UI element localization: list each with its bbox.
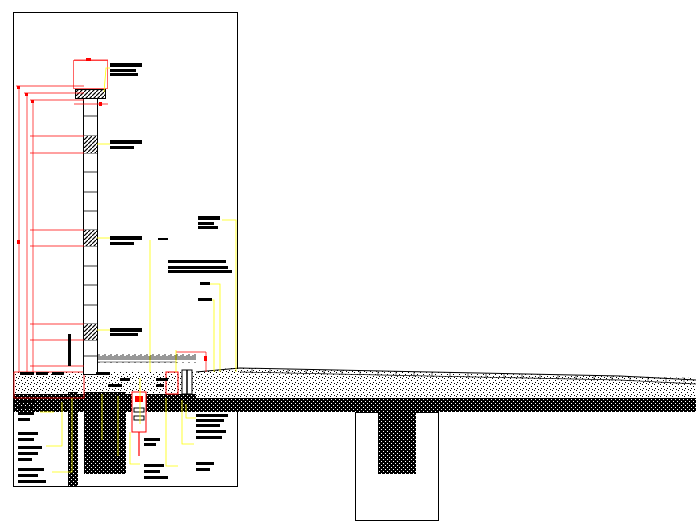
annotation-text-block [168, 270, 232, 273]
annotation-text-block [200, 282, 210, 285]
annotation-text-block [196, 424, 220, 427]
annotation-text-block [198, 298, 212, 301]
annotation-text-blocks [18, 63, 232, 483]
annotation-text-block [156, 378, 168, 381]
annotation-text-block [18, 452, 38, 455]
annotation-text-block [18, 474, 38, 477]
annotation-text-block [36, 372, 48, 375]
lamp-fixture [131, 371, 179, 456]
annotation-text-block [196, 414, 228, 417]
annotation-text-block [168, 260, 226, 263]
annotation-text-block [144, 470, 160, 473]
annotation-text-block [144, 443, 156, 446]
annotation-text-block [110, 140, 142, 144]
annotation-text-block [198, 226, 218, 229]
annotation-text-block [52, 372, 64, 375]
annotation-text-block [196, 436, 222, 439]
annotation-text-block [18, 468, 44, 471]
annotation-text-block [18, 400, 36, 403]
annotation-text-block [110, 242, 134, 245]
annotation-text-block [18, 432, 38, 435]
annotation-text-block [18, 458, 32, 461]
bollard [68, 334, 193, 395]
annotation-text-block [196, 462, 214, 465]
annotation-text-block [18, 446, 42, 449]
section-column [83, 96, 98, 375]
annotation-text-block [18, 480, 46, 483]
annotation-text-block [196, 430, 226, 433]
annotation-text-block [110, 73, 138, 76]
annotation-text-block [156, 384, 164, 387]
annotation-text-block [110, 63, 142, 67]
annotation-text-block [198, 216, 220, 220]
annotation-text-block [108, 384, 122, 387]
annotation-text-block [144, 464, 164, 467]
annotation-text-block [96, 372, 110, 375]
annotation-text-block [158, 238, 168, 240]
foundation-left [13, 353, 196, 486]
annotation-text-block [110, 333, 138, 336]
annotation-text-block [110, 146, 134, 149]
dimension-ticks [17, 58, 207, 361]
annotation-text-block [196, 419, 224, 422]
foundation-pit [355, 412, 439, 521]
ground-profile [195, 367, 696, 412]
annotation-text-block [144, 476, 168, 479]
annotation-text-block [110, 328, 142, 332]
annotation-text-block [120, 378, 130, 381]
annotation-text-block [20, 372, 34, 375]
dimension-lines [16, 59, 207, 372]
sheet-frame [13, 12, 238, 487]
annotation-text-block [110, 236, 142, 240]
annotation-text-block [198, 222, 214, 225]
paving-joints [251, 368, 685, 383]
annotation-text-block [144, 438, 160, 441]
annotation-text-block [168, 266, 228, 269]
annotation-text-block [110, 69, 136, 72]
annotation-text-block [18, 412, 34, 415]
annotation-text-block [18, 438, 34, 441]
annotation-text-block [18, 406, 32, 409]
annotation-text-block [18, 418, 30, 421]
annotation-text-block [196, 468, 210, 471]
